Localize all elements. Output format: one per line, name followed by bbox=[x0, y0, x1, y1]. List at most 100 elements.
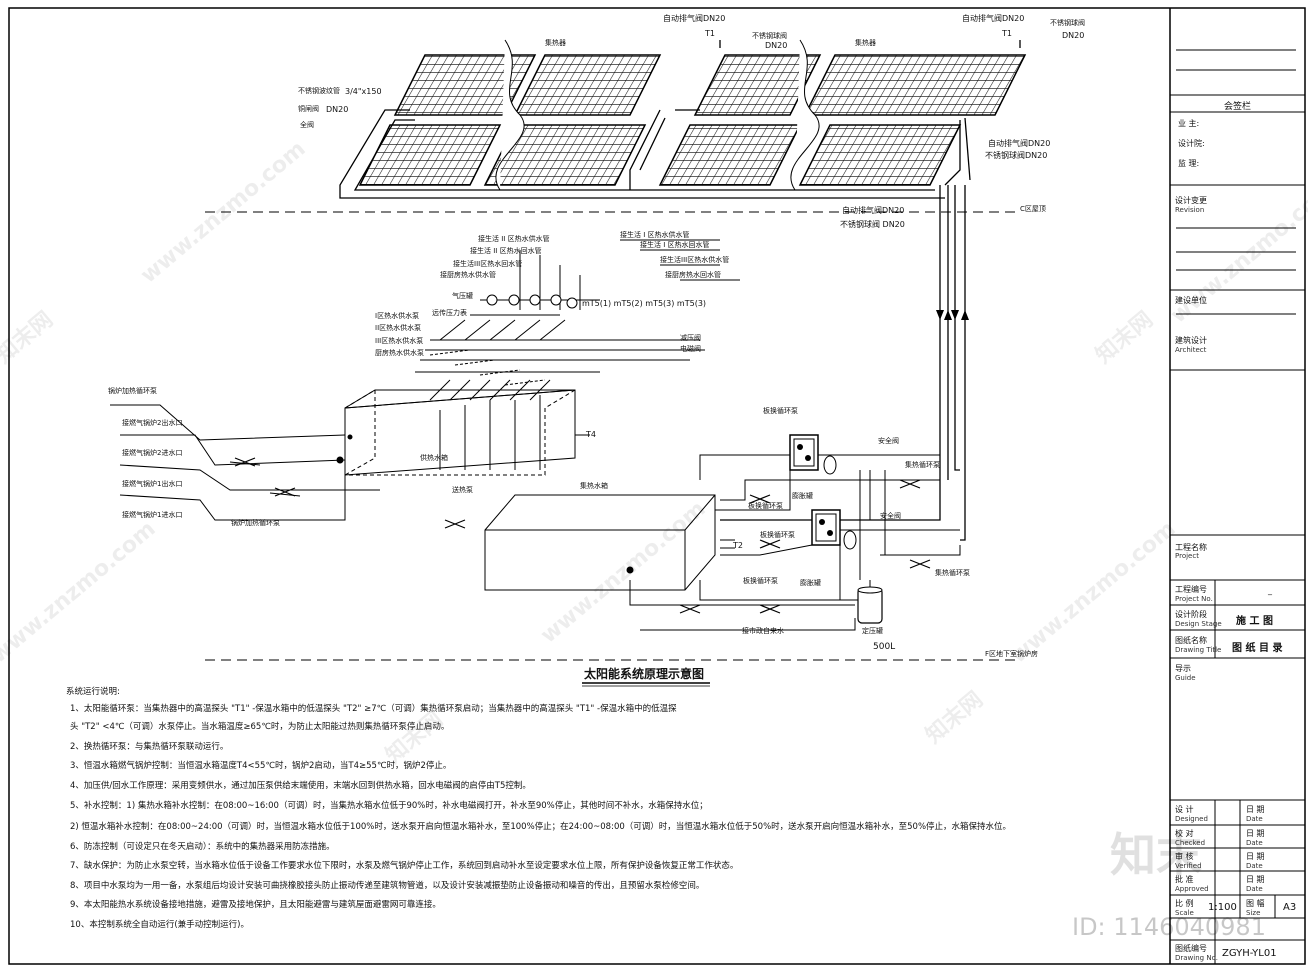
label-auto-vent-2: 自动排气阀DN20 bbox=[962, 14, 1025, 23]
label-t5: mT5(1) mT5(2) mT5(3) mT5(3) bbox=[582, 299, 707, 308]
tb-date-cn: 日 期 bbox=[1246, 852, 1265, 861]
notes-line: 头 "T2" <4℃（可调）水泵停止。当水箱温度≥65℃时，为防止太阳能过热则集… bbox=[70, 722, 450, 732]
label-collector-2: 集热器 bbox=[855, 39, 876, 47]
tb-project-no-en: Project No. bbox=[1175, 595, 1213, 603]
label-ss-valve-1: 不锈钢球阀 bbox=[752, 32, 787, 40]
gauges bbox=[486, 294, 578, 309]
tb-design-en: Designed bbox=[1175, 815, 1208, 823]
tb-supervisor: 监 理: bbox=[1178, 159, 1200, 168]
tb-design-cn: 设 计 bbox=[1175, 805, 1194, 814]
label-hx-pump-3: 板换循环泵 bbox=[743, 577, 778, 585]
tb-project-no-val: _ bbox=[1268, 586, 1272, 595]
label-balance-valve: 全阀 bbox=[300, 121, 314, 129]
label-roof-level: C区屋顶 bbox=[1020, 205, 1046, 213]
tb-drawing-no-en: Drawing No. bbox=[1175, 954, 1218, 962]
pipe-label-6: 接生活III区热水回水管 bbox=[453, 260, 523, 268]
sensors bbox=[336, 434, 735, 574]
tb-scale-val: 1:100 bbox=[1208, 902, 1237, 913]
tb-drawing-title-en: Drawing Title bbox=[1175, 646, 1222, 654]
label-zone2-pump: II区热水供水泵 bbox=[375, 324, 422, 332]
label-ss-valve-2: 不锈钢球阀 bbox=[1050, 19, 1085, 27]
tb-guide-en: Guide bbox=[1175, 674, 1196, 682]
label-t1-2: T1 bbox=[1002, 29, 1012, 38]
tb-countersign: 会签栏 bbox=[1224, 102, 1252, 112]
plate-heat-exchangers bbox=[789, 434, 857, 550]
pipe-label-5: 接生活III区热水供水管 bbox=[660, 256, 730, 264]
notes-line: 7、缺水保护：为防止水泵空转，当水箱水位低于设备工作要求水位下限时，水泵及燃气锅… bbox=[70, 861, 739, 871]
label-safety-valve-1: 安全阀 bbox=[878, 437, 899, 445]
tb-project-no-cn: 工程编号 bbox=[1175, 585, 1207, 594]
label-boiler-heat-pump: 锅炉加热循环泵 bbox=[231, 519, 280, 527]
label-reducing-valve: 减压阀 bbox=[680, 334, 701, 342]
label-heat-collection-tank: 集热水箱 bbox=[580, 482, 608, 490]
tb-revision-en: Revision bbox=[1175, 206, 1205, 214]
boiler-piping bbox=[110, 404, 380, 521]
notes-line: 2、换热循环泵：与集热循环泵联动运行。 bbox=[70, 742, 229, 752]
tb-size-cn: 图 幅 bbox=[1246, 899, 1265, 908]
tb-date-cn: 日 期 bbox=[1246, 805, 1265, 814]
tb-architect-en: Architect bbox=[1175, 346, 1207, 354]
label-dn20-1: DN20 bbox=[765, 41, 788, 50]
notes-line: 3、恒温水箱燃气锅炉控制：当恒温水箱温度T4<55℃时，锅炉2启动，当T4≥55… bbox=[70, 761, 452, 771]
label-expansion-tank-1: 膨胀罐 bbox=[792, 492, 813, 500]
notes-line: 5、补水控制：1) 集热水箱补水控制：在08:00~16:00（可调）时，当集热… bbox=[70, 801, 708, 811]
label-hx-pump-2: 板换循环泵 bbox=[760, 531, 795, 539]
label-supply-tank: 供热水箱 bbox=[420, 454, 448, 462]
tb-check-cn: 校 对 bbox=[1175, 829, 1194, 838]
label-collector-1: 集热器 bbox=[545, 39, 566, 47]
diagram-title: 太阳能系统原理示意图 bbox=[584, 667, 705, 681]
tb-review-cn: 审 核 bbox=[1175, 852, 1194, 861]
tb-size-en: Size bbox=[1246, 909, 1261, 917]
label-auto-vent-1: 自动排气阀DN20 bbox=[663, 14, 726, 23]
tb-guide-cn: 导示 bbox=[1175, 664, 1191, 673]
tb-date-en: Date bbox=[1246, 839, 1263, 847]
tb-date-cn: 日 期 bbox=[1246, 829, 1265, 838]
supply-tank-shape bbox=[344, 389, 576, 476]
notes-line: 2) 恒温水箱补水控制：在08:00~24:00（可调）时，当恒温水箱水位低于1… bbox=[70, 822, 1012, 832]
collector-array-right bbox=[658, 39, 1027, 191]
notes-heading: 系统运行说明: bbox=[66, 687, 120, 697]
tb-stage-cn: 设计阶段 bbox=[1175, 610, 1207, 619]
id-watermark: ID: 1146040981 bbox=[1072, 913, 1266, 941]
tb-review-en: Verified bbox=[1175, 862, 1202, 870]
pipe-label-3: 接生活 II 区热水供水管 bbox=[478, 235, 550, 243]
label-basement-level: F区地下室锅炉房 bbox=[985, 650, 1039, 658]
label-ss-valve-right-2: 不锈钢球阀 DN20 bbox=[840, 220, 905, 229]
tb-date-en: Date bbox=[1246, 885, 1263, 893]
tb-project-cn: 工程名称 bbox=[1175, 543, 1207, 552]
label-pressure-gauge: 远传压力表 bbox=[432, 309, 467, 317]
notes-line: 1、太阳能循环泵：当集热器中的高温探头 "T1" -保温水箱中的低温探头 "T2… bbox=[70, 704, 677, 714]
label-plate-hx: 板换循环泵 bbox=[763, 407, 798, 415]
tb-date-en: Date bbox=[1246, 862, 1263, 870]
label-auto-vent-right-2: 自动排气阀DN20 bbox=[842, 206, 905, 215]
tb-drawing-no-val: ZGYH-YL01 bbox=[1222, 948, 1277, 959]
label-expansion-vessel: 定压罐 bbox=[862, 627, 883, 635]
label-t4: T4 bbox=[586, 430, 596, 439]
label-ss-valve-right-1: 不锈钢球阀DN20 bbox=[985, 151, 1048, 160]
label-ss-pipe-size: 3/4"x150 bbox=[345, 87, 382, 96]
title-block-grid bbox=[1170, 49, 1305, 964]
label-zone1-pump: I区热水供水泵 bbox=[375, 312, 420, 320]
label-boiler-gas-2-in: 接燃气锅炉2进水口 bbox=[122, 449, 183, 457]
tb-project-en: Project bbox=[1175, 552, 1199, 560]
label-kitchen-pump: 厨房热水供水泵 bbox=[375, 349, 424, 357]
label-copper-valve: 铜闸阀 bbox=[298, 105, 319, 113]
label-zone3-pump: III区热水供水泵 bbox=[375, 337, 424, 345]
label-t2: T2 bbox=[733, 541, 743, 550]
label-hx-pump-1: 板换循环泵 bbox=[748, 502, 783, 510]
label-ss-pipe: 不锈钢波纹管 bbox=[298, 87, 340, 95]
tb-date-en: Date bbox=[1246, 815, 1263, 823]
expansion-vessel bbox=[857, 586, 883, 624]
label-domestic-water: 接市政自来水 bbox=[742, 627, 784, 635]
notes-line: 8、项目中水泵均为一用一备，水泵组后均设计安装可曲挠橡胶接头防止振动传递至建筑物… bbox=[70, 881, 705, 891]
pump-symbols bbox=[234, 457, 931, 614]
label-solenoid-valve: 电磁阀 bbox=[680, 345, 701, 353]
label-volume: 500L bbox=[873, 642, 896, 652]
label-auto-vent-right-1: 自动排气阀DN20 bbox=[988, 139, 1051, 148]
hx-piping bbox=[629, 454, 961, 631]
brand-logo-watermark: 知末 bbox=[1110, 828, 1202, 882]
tb-check-en: Checked bbox=[1175, 839, 1206, 847]
label-t1-1: T1 bbox=[705, 29, 715, 38]
